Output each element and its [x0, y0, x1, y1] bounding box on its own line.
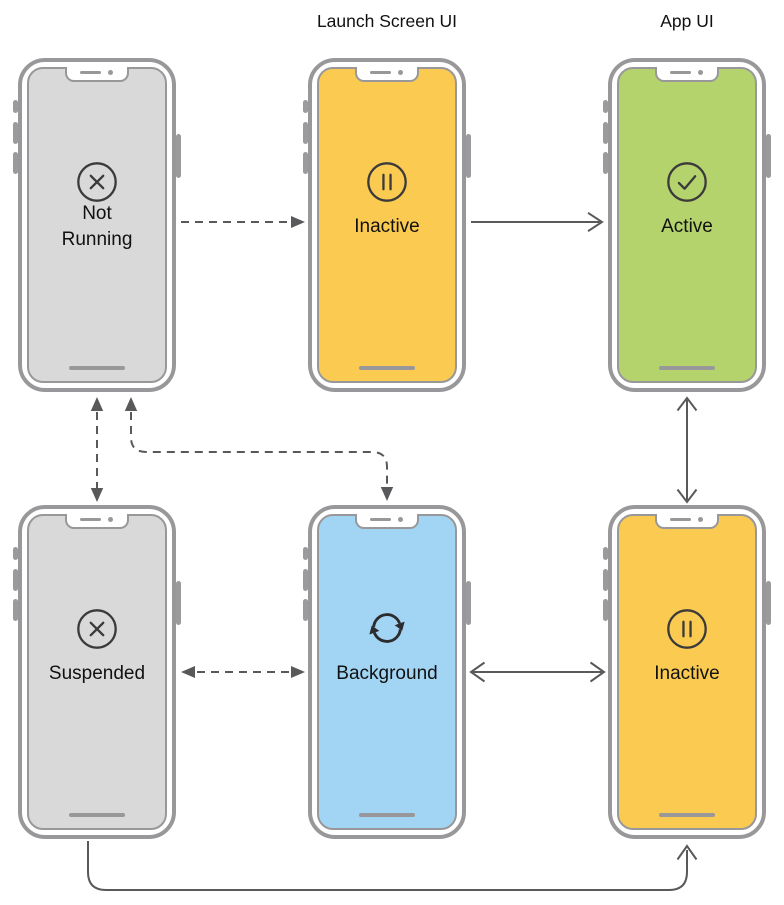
- volume-down-button: [603, 599, 608, 621]
- power-button: [466, 134, 471, 178]
- volume-down-button: [13, 152, 18, 174]
- arrow-notrunning-to-inactive: [181, 216, 305, 228]
- mute-switch: [603, 547, 608, 560]
- phone-screen: Inactive: [617, 514, 757, 830]
- volume-up-button: [303, 569, 308, 591]
- volume-down-button: [13, 599, 18, 621]
- notch: [355, 67, 419, 82]
- notch: [655, 514, 719, 529]
- phone-not-running: Not Running: [13, 58, 181, 392]
- speaker-icon: [670, 518, 691, 521]
- home-indicator: [659, 813, 715, 817]
- camera-dot-icon: [698, 70, 703, 75]
- check-circle-icon: [664, 159, 710, 205]
- power-button: [766, 581, 771, 625]
- arrow-suspended-background: [181, 666, 305, 678]
- volume-up-button: [603, 122, 608, 144]
- state-label: Suspended: [48, 663, 146, 684]
- notch: [355, 514, 419, 529]
- state-label: Not Running: [61, 203, 133, 250]
- home-indicator: [69, 813, 125, 817]
- arrow-background-inactive: [469, 661, 606, 683]
- speaker-icon: [370, 518, 391, 521]
- notch: [65, 514, 129, 529]
- volume-up-button: [303, 122, 308, 144]
- phone-suspended: Suspended: [13, 505, 181, 839]
- phone-screen: Not Running: [27, 67, 167, 383]
- state-label: Inactive: [354, 216, 420, 237]
- pause-circle-icon: [364, 159, 410, 205]
- phone-screen: Background: [317, 514, 457, 830]
- phone-screen: Active: [617, 67, 757, 383]
- mute-switch: [603, 100, 608, 113]
- mute-switch: [303, 547, 308, 560]
- volume-up-button: [13, 122, 18, 144]
- volume-down-button: [303, 152, 308, 174]
- arrow-active-inactive: [676, 396, 698, 504]
- x-circle-icon: [74, 606, 120, 652]
- state-label: Inactive: [654, 663, 720, 684]
- state-label: Active: [661, 216, 713, 237]
- camera-dot-icon: [398, 70, 403, 75]
- notch: [65, 67, 129, 82]
- home-indicator: [69, 366, 125, 370]
- refresh-icon: [364, 606, 410, 652]
- camera-dot-icon: [108, 70, 113, 75]
- column-header-app-ui: App UI: [660, 11, 714, 31]
- phone-screen: Inactive: [317, 67, 457, 383]
- volume-up-button: [603, 569, 608, 591]
- phone-screen: Suspended: [27, 514, 167, 830]
- speaker-icon: [80, 518, 101, 521]
- mute-switch: [303, 100, 308, 113]
- state-label: Background: [336, 663, 438, 684]
- pause-circle-icon: [664, 606, 710, 652]
- notch: [655, 67, 719, 82]
- home-indicator: [359, 366, 415, 370]
- arrow-notrunning-suspended: [90, 397, 104, 502]
- phone-background: Background: [303, 505, 471, 839]
- power-button: [176, 581, 181, 625]
- home-indicator: [659, 366, 715, 370]
- camera-dot-icon: [398, 517, 403, 522]
- speaker-icon: [370, 71, 391, 74]
- power-button: [766, 134, 771, 178]
- phone-inactive-app: Inactive: [603, 505, 771, 839]
- volume-down-button: [603, 152, 608, 174]
- home-indicator: [359, 813, 415, 817]
- volume-down-button: [303, 599, 308, 621]
- power-button: [176, 134, 181, 178]
- camera-dot-icon: [108, 517, 113, 522]
- mute-switch: [13, 100, 18, 113]
- column-header-launch-screen-ui: Launch Screen UI: [316, 11, 458, 31]
- arrow-suspended-to-inactive: [87, 841, 698, 891]
- camera-dot-icon: [698, 517, 703, 522]
- volume-up-button: [13, 569, 18, 591]
- x-circle-icon: [74, 159, 120, 205]
- phone-active: Active: [603, 58, 771, 392]
- arrow-inactive-to-active: [471, 211, 604, 233]
- mute-switch: [13, 547, 18, 560]
- phone-inactive-launch: Inactive: [303, 58, 471, 392]
- arrow-notrunning-background: [124, 397, 394, 501]
- speaker-icon: [670, 71, 691, 74]
- speaker-icon: [80, 71, 101, 74]
- power-button: [466, 581, 471, 625]
